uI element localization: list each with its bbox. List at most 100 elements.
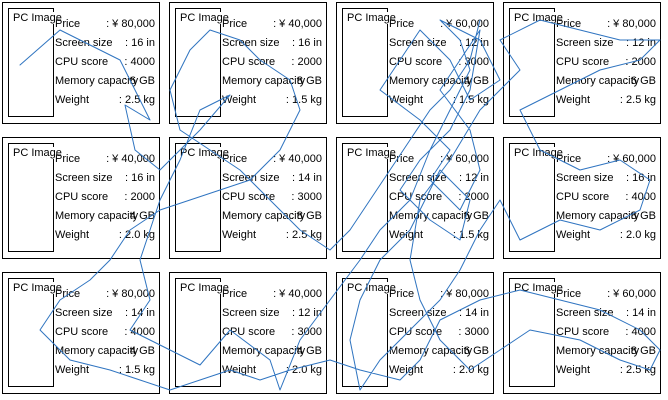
- spec-label: CPU score: [556, 326, 610, 338]
- spec-value: : 14 in: [292, 172, 322, 184]
- spec-label: Price: [556, 288, 582, 300]
- spec-label: Price: [389, 18, 415, 30]
- spec-label: Weight: [222, 364, 257, 376]
- spec-label: Weight: [389, 364, 424, 376]
- spec-row-cpu: CPU score: 3000: [222, 190, 322, 204]
- spec-label: Price: [222, 153, 248, 165]
- spec-label: Price: [389, 288, 415, 300]
- spec-value: : 1.5 kg: [285, 94, 322, 106]
- spec-value: : ¥ 60,000: [607, 153, 656, 165]
- spec-row-weight: Weight: 2.0 kg: [389, 363, 489, 377]
- spec-value: : ¥ 80,000: [440, 288, 489, 300]
- spec-value: : 6 GB: [457, 210, 489, 222]
- spec-value: : 2000: [458, 191, 489, 203]
- spec-value: : 14 in: [125, 307, 155, 319]
- spec-value: : 8 GB: [624, 345, 656, 357]
- spec-row-weight: Weight: 2.0 kg: [556, 228, 656, 242]
- spec-value: : ¥ 80,000: [607, 18, 656, 30]
- spec-row-screen: Screen size: 14 in: [389, 306, 489, 320]
- spec-row-memory: Memory capacity: 6 GB: [389, 209, 489, 223]
- spec-value: : 3000: [291, 326, 322, 338]
- spec-label: Screen size: [389, 37, 447, 49]
- spec-row-cpu: CPU score: 2000: [389, 190, 489, 204]
- spec-value: : 2.5 kg: [619, 364, 656, 376]
- spec-value: : 12 in: [459, 172, 489, 184]
- spec-value: : 6 GB: [457, 345, 489, 357]
- spec-value: : 16 in: [125, 37, 155, 49]
- spec-row-cpu: CPU score: 2000: [556, 55, 656, 69]
- spec-row-price: Price: ¥ 40,000: [222, 287, 322, 301]
- spec-value: : 2000: [124, 191, 155, 203]
- spec-row-screen: Screen size: 12 in: [389, 36, 489, 50]
- spec-row-screen: Screen size: 14 in: [556, 306, 656, 320]
- spec-label: CPU score: [55, 326, 109, 338]
- spec-row-price: Price : ¥ 80,000: [556, 17, 656, 31]
- spec-label: Weight: [55, 364, 90, 376]
- spec-row-weight: Weight : 2.5 kg: [556, 363, 656, 377]
- spec-value: : 2.0 kg: [118, 229, 155, 241]
- spec-label: CPU score: [389, 326, 443, 338]
- spec-row-weight: Weight : 2.0 kg: [55, 228, 155, 242]
- spec-value: : 8 GB: [290, 210, 322, 222]
- spec-row-price: Price: ¥ 80,000: [55, 287, 155, 301]
- spec-label: Weight: [55, 229, 90, 241]
- pc-image-placeholder: PC Image: [509, 8, 563, 117]
- spec-label: Screen size: [556, 37, 614, 49]
- spec-row-memory: Memory capacity: 6 GB: [55, 74, 155, 88]
- spec-label: CPU score: [55, 56, 109, 68]
- pc-image-placeholder: PC Image: [509, 143, 563, 252]
- spec-row-memory: Memory capacity: 6 GB: [556, 74, 656, 88]
- spec-value: : ¥ 40,000: [106, 153, 155, 165]
- spec-label: Screen size: [222, 172, 280, 184]
- spec-value: : 4 GB: [123, 345, 155, 357]
- spec-label: Weight: [222, 229, 257, 241]
- spec-row-price: Price: ¥ 40,000: [222, 17, 322, 31]
- spec-value: : 2.5 kg: [118, 94, 155, 106]
- pc-image-placeholder: PC Image: [175, 143, 229, 252]
- pc-image-placeholder: PC Image: [8, 8, 62, 117]
- spec-label: CPU score: [222, 191, 276, 203]
- spec-label: Screen size: [55, 172, 113, 184]
- pc-image-placeholder: PC Image: [342, 143, 396, 252]
- spec-value: : ¥ 60,000: [440, 153, 489, 165]
- spec-label: Price: [222, 18, 248, 30]
- spec-label: Weight: [556, 364, 591, 376]
- spec-value: : ¥ 60,000: [440, 18, 489, 30]
- spec-row-memory: Memory capacity: 6 GB: [389, 344, 489, 358]
- spec-row-screen: Screen size : 16 in: [55, 36, 155, 50]
- spec-label: Screen size: [55, 37, 113, 49]
- spec-value: : 1.5 kg: [118, 364, 155, 376]
- spec-value: : ¥ 80,000: [106, 18, 155, 30]
- spec-value: : 4000: [124, 326, 155, 338]
- spec-value: : 14 in: [626, 307, 656, 319]
- spec-value: : 2000: [625, 56, 656, 68]
- spec-label: Price: [556, 18, 582, 30]
- spec-value: : 8 GB: [624, 210, 656, 222]
- spec-row-price: Price: ¥ 60,000: [556, 152, 656, 166]
- spec-row-weight: Weight : 2.5 kg: [556, 93, 656, 107]
- spec-row-weight: Weight: 1.5 kg: [389, 93, 489, 107]
- spec-label: Price: [389, 153, 415, 165]
- spec-value: : 2.5 kg: [619, 94, 656, 106]
- spec-row-screen: Screen size: 16 in: [556, 171, 656, 185]
- spec-value: : 1.5 kg: [452, 94, 489, 106]
- spec-value: : 1.5 kg: [452, 229, 489, 241]
- pc-image-placeholder: PC Image: [175, 8, 229, 117]
- spec-label: Weight: [556, 94, 591, 106]
- spec-label: Price: [55, 18, 81, 30]
- spec-label: Screen size: [556, 172, 614, 184]
- spec-row-memory: Memory capacity: 8 GB: [222, 74, 322, 88]
- spec-label: Weight: [389, 229, 424, 241]
